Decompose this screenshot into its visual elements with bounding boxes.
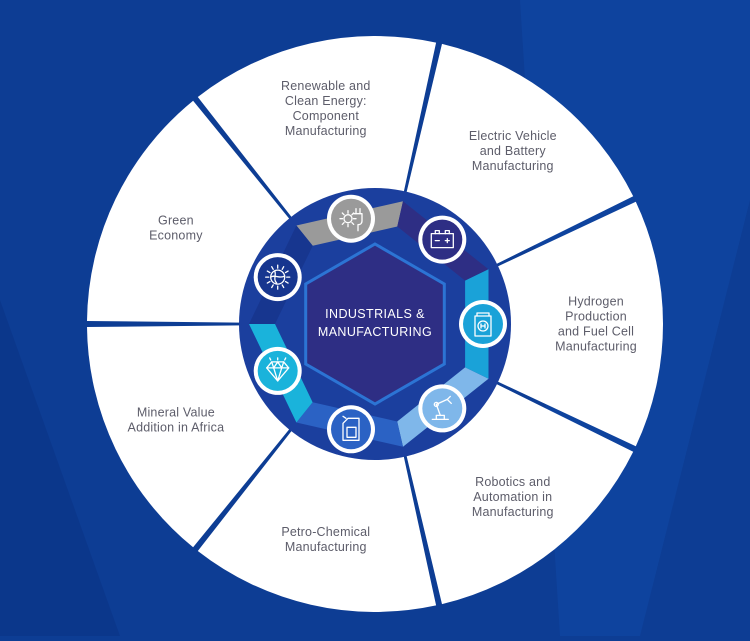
segment-label-hydrogen-line-3: and Fuel Cell bbox=[558, 325, 634, 339]
hub-title-line-2: MANUFACTURING bbox=[318, 325, 432, 339]
segment-label-hydrogen-line-4: Manufacturing bbox=[555, 340, 637, 354]
segment-label-hydrogen-line-1: Hydrogen bbox=[568, 295, 624, 309]
globe-sun-icon bbox=[253, 253, 302, 302]
segment-label-hydrogen-line-2: Production bbox=[565, 310, 627, 324]
segment-label-renewable-energy-line-1: Renewable and bbox=[281, 79, 370, 93]
gear-plug-icon bbox=[327, 194, 375, 243]
background-shade bbox=[0, 300, 120, 636]
segment-electric-vehicle bbox=[406, 43, 634, 265]
segment-label-renewable-energy-line-2: Clean Energy: bbox=[285, 94, 367, 108]
hub-title-line-1: INDUSTRIALS & bbox=[325, 307, 425, 321]
segment-label-mineral-value-line-2: Addition in Africa bbox=[128, 420, 225, 434]
segment-label-petro-chemical-line-1: Petro-Chemical bbox=[281, 525, 370, 539]
hub: INDUSTRIALS & MANUFACTURING bbox=[304, 242, 446, 406]
diamond-icon bbox=[253, 346, 302, 395]
segment-hydrogen bbox=[496, 201, 664, 447]
segment-label-green-economy-line-2: Economy bbox=[149, 229, 203, 243]
segment-label-electric-vehicle-line-1: Electric Vehicle bbox=[469, 129, 557, 143]
segment-label-green-economy-line-1: Green bbox=[158, 214, 194, 228]
segment-mineral-value bbox=[87, 325, 291, 548]
segment-label-electric-vehicle-line-2: and Battery bbox=[480, 144, 547, 158]
segments-layer bbox=[87, 36, 664, 612]
icons-layer bbox=[253, 194, 507, 454]
battery-icon bbox=[418, 215, 467, 264]
hub-hexagon bbox=[304, 242, 446, 406]
segment-label-robotics-line-2: Automation in bbox=[473, 490, 552, 504]
segment-label-robotics-line-3: Manufacturing bbox=[472, 505, 554, 519]
segment-robotics bbox=[406, 383, 634, 605]
segment-label-petro-chemical-line-2: Manufacturing bbox=[285, 540, 367, 554]
segment-petro-chemical bbox=[197, 429, 437, 612]
segment-label-renewable-energy-line-4: Manufacturing bbox=[285, 124, 367, 138]
jerrycan-icon bbox=[327, 405, 375, 454]
segment-label-renewable-energy-line-3: Component bbox=[293, 109, 360, 123]
segment-renewable-energy bbox=[197, 36, 437, 219]
robot-arm-icon bbox=[418, 384, 467, 433]
segment-label-robotics-line-1: Robotics and bbox=[475, 475, 550, 489]
segment-label-electric-vehicle-line-3: Manufacturing bbox=[472, 159, 554, 173]
segment-green-economy bbox=[87, 100, 291, 323]
hydrogen-cylinder-icon bbox=[459, 300, 507, 348]
segment-label-mineral-value-line-1: Mineral Value bbox=[137, 405, 215, 419]
